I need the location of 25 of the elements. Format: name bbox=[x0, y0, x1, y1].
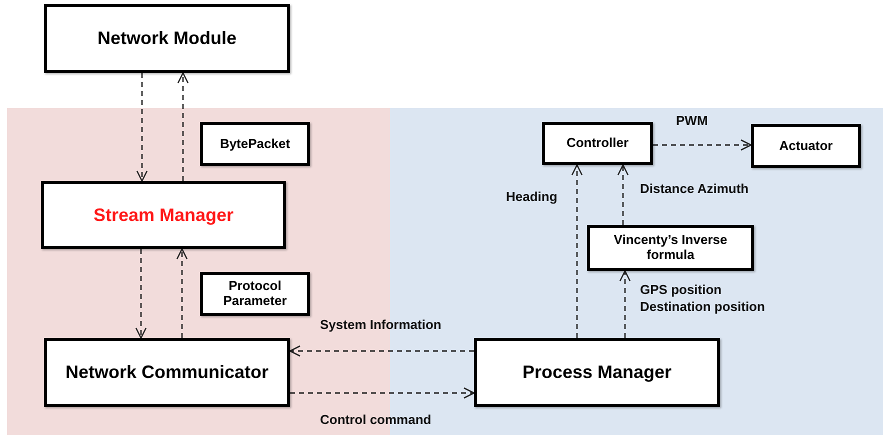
edge-label: GPS position Destination position bbox=[640, 282, 766, 316]
module-box: Process Manager bbox=[474, 338, 720, 407]
edge-label: Control command bbox=[320, 412, 432, 429]
arrow bbox=[136, 73, 148, 182]
arrow bbox=[619, 270, 631, 338]
process-box: Vincenty’s Inverse formula bbox=[587, 225, 754, 271]
process-box: Protocol Parameter bbox=[200, 272, 310, 316]
module-box: Network Module bbox=[44, 4, 290, 73]
edge-label: Heading bbox=[506, 189, 558, 206]
edge-label: PWM bbox=[676, 113, 708, 130]
module-box: Network Communicator bbox=[44, 338, 290, 407]
arrow bbox=[135, 249, 147, 339]
process-box: BytePacket bbox=[200, 122, 310, 166]
module-box: Stream Manager bbox=[41, 181, 286, 249]
process-box: Controller bbox=[542, 122, 653, 165]
edge-label: Distance Azimuth bbox=[640, 181, 750, 198]
process-box: Actuator bbox=[751, 124, 861, 168]
arrow bbox=[571, 164, 583, 338]
arrow bbox=[176, 248, 188, 338]
arrow bbox=[290, 387, 475, 399]
edge-label: System Information bbox=[320, 317, 442, 334]
arrow bbox=[617, 164, 629, 225]
arrow bbox=[653, 139, 752, 151]
arrow bbox=[289, 345, 474, 357]
arrow bbox=[177, 72, 189, 181]
